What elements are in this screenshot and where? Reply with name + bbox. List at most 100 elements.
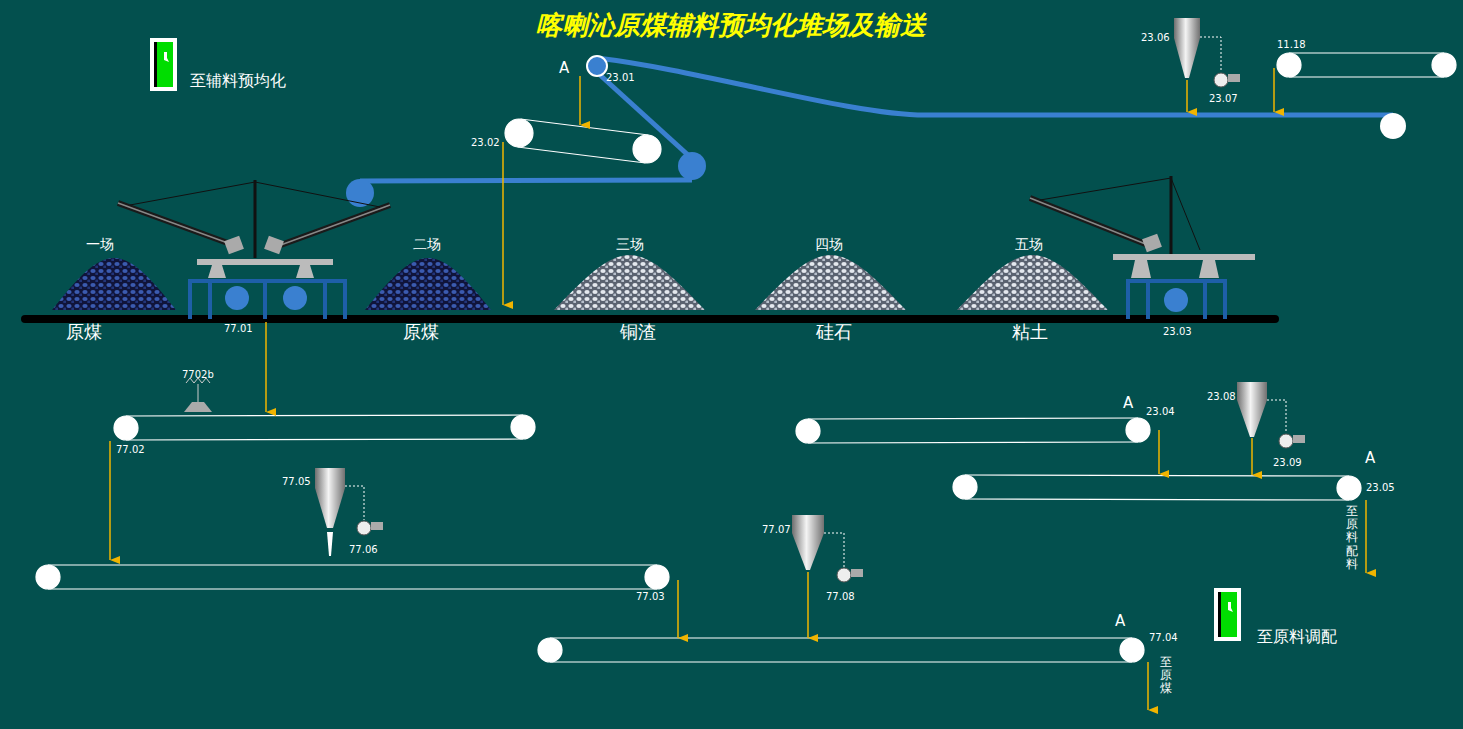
destination-label: 至原料配料 — [1346, 505, 1358, 571]
plant-part — [965, 475, 1349, 476]
material-name: 硅石 — [816, 322, 852, 343]
plant-part — [792, 515, 824, 570]
plant-part — [1277, 53, 1301, 77]
link-label: 至原料调配 — [1257, 628, 1337, 646]
plant-part — [1365, 500, 1367, 573]
door-icon — [1214, 588, 1241, 641]
plant-part — [190, 281, 345, 319]
plant-part — [579, 76, 581, 125]
pulley — [678, 152, 706, 180]
flow-arrows — [110, 68, 1366, 710]
plant-part — [1251, 438, 1253, 475]
plant-part — [550, 637, 1132, 638]
door-figure — [164, 52, 169, 62]
plant-part — [808, 418, 1138, 419]
plant-part — [518, 147, 646, 163]
callout-number: 77.08 — [826, 591, 855, 603]
callout-number: 23.07 — [1209, 93, 1238, 105]
plant-part — [109, 441, 111, 560]
link-button: 至辅料预均化 — [150, 38, 290, 98]
plant-part — [1214, 73, 1228, 87]
plant-part — [1273, 68, 1275, 112]
plant-part — [1289, 76, 1444, 77]
plant-part — [1120, 638, 1144, 662]
plant-part — [1267, 400, 1286, 433]
callout-number: 7702b — [182, 369, 214, 381]
plant-part — [198, 384, 199, 402]
plant-part — [1228, 74, 1240, 82]
section-marker: A — [1365, 450, 1375, 467]
plant-part — [357, 521, 371, 535]
callout-number: 23.04 — [1146, 406, 1175, 418]
plant-part — [255, 182, 380, 207]
plant-part — [118, 203, 236, 246]
plant-part — [130, 182, 255, 205]
plant-part — [851, 569, 863, 577]
material-pile — [753, 254, 908, 312]
plant-part — [1030, 198, 1148, 245]
plant-part — [327, 532, 333, 556]
plant-part — [505, 119, 533, 147]
material-name: 原煤 — [66, 322, 102, 343]
stockpile: 一场原煤 — [50, 236, 178, 348]
material-pile — [363, 254, 493, 312]
plant-part — [1030, 198, 1148, 245]
link-label: 至辅料预均化 — [190, 72, 286, 90]
callout-number: 11.18 — [1277, 39, 1306, 51]
section-marker: A — [1115, 613, 1125, 630]
callout-number: 77.04 — [1149, 632, 1178, 644]
plant-part — [1337, 476, 1361, 500]
plant-part — [1293, 435, 1305, 443]
plant-part — [511, 415, 535, 439]
stockpile: 二场原煤 — [363, 236, 493, 348]
plant-part — [1131, 260, 1219, 278]
door-leaf — [1221, 592, 1237, 637]
link-button: 至原料调配 — [1214, 588, 1341, 648]
plant-part — [807, 572, 809, 638]
plant-part — [1164, 288, 1188, 312]
callout-number: 23.09 — [1273, 457, 1302, 469]
plant-part — [824, 533, 844, 567]
plant-part — [224, 236, 244, 255]
plant-part — [597, 58, 1393, 115]
plant-part — [360, 180, 692, 181]
plant-part — [796, 419, 820, 443]
pile-body — [957, 255, 1108, 310]
door-icon — [150, 38, 177, 91]
plant-part — [1040, 178, 1171, 200]
plant-part — [184, 402, 212, 412]
destination-label: 至原煤 — [1160, 656, 1172, 696]
yard-name: 二场 — [413, 236, 441, 252]
plant-part — [538, 638, 562, 662]
yard-name: 五场 — [1015, 236, 1043, 252]
plant-part — [1186, 80, 1188, 112]
callout-number: 77.02 — [116, 444, 145, 456]
callout-number: 23.01 — [606, 72, 635, 84]
plant-part — [197, 259, 333, 265]
plant-part — [1147, 662, 1149, 710]
callout-number: 77.05 — [282, 476, 311, 488]
plant-part — [278, 205, 390, 246]
conveyor-belts — [36, 53, 1456, 662]
plant-part — [36, 565, 60, 589]
callout-number: 77.07 — [762, 524, 791, 536]
section-marker: A — [559, 60, 569, 77]
plant-part — [1113, 254, 1255, 260]
plant-part — [953, 475, 977, 499]
plant-part — [1237, 382, 1267, 437]
hoppers — [315, 18, 1267, 570]
yard-name: 三场 — [616, 236, 644, 252]
plant-part — [677, 580, 679, 638]
callout-number: 77.03 — [636, 591, 665, 603]
pile-body — [755, 255, 906, 310]
yard-name: 四场 — [815, 236, 843, 252]
plant-part — [1142, 234, 1162, 253]
plant-part — [48, 564, 657, 565]
plant-part — [1289, 52, 1444, 53]
plant-part — [1174, 18, 1200, 78]
plant-part — [208, 265, 314, 278]
callout-number: 23.06 — [1141, 32, 1170, 44]
plant-part — [1170, 176, 1173, 254]
plant-part — [126, 415, 523, 416]
